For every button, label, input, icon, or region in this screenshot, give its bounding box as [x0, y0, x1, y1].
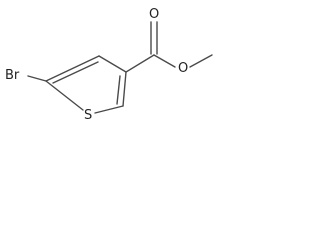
atom-label-o-ester: O [178, 61, 188, 76]
bond-oester-methyl [189, 54, 213, 68]
bond-carbonyl-oester [153, 54, 176, 68]
bond-c5-c4 [45, 55, 100, 82]
bond-br-c5 [27, 75, 47, 82]
bond-c3-c2-inner [116, 75, 121, 105]
atom-label-o-carbonyl: O [149, 7, 159, 22]
bond-c3-carbonyl-c [125, 54, 155, 73]
bond-c3-c2 [122, 71, 127, 107]
molecule-diagram: Br S O O [5, 7, 213, 123]
bond-s-c5 [45, 80, 84, 111]
atom-label-s: S [84, 108, 92, 123]
bond-c4-c3 [98, 55, 127, 73]
bond-c2-s [94, 105, 124, 114]
structure-canvas: Br S O O [0, 0, 224, 126]
atom-label-br: Br [5, 68, 20, 83]
bond-c5-c4-inner [52, 61, 99, 84]
